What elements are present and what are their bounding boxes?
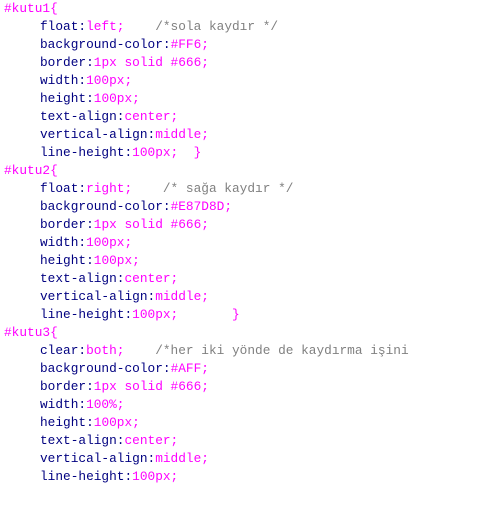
css-property: background-color:: [40, 199, 171, 214]
css-property: line-height:: [40, 307, 133, 322]
css-value: middle;: [155, 451, 209, 466]
css-property: border:: [40, 55, 94, 70]
css-value: middle;: [155, 127, 209, 142]
css-property: vertical-align:: [40, 127, 156, 142]
code-line: float:right; /* sağa kaydır */: [40, 180, 293, 198]
code-line: width:100px;: [40, 234, 132, 252]
code-line: width:100%;: [40, 396, 124, 414]
css-value: both;: [86, 343, 125, 358]
css-property: width:: [40, 73, 87, 88]
code-line: clear:both; /*her iki yönde de kaydırma …: [40, 342, 409, 360]
css-property: text-align:: [40, 271, 125, 286]
code-line: height:100px;: [40, 90, 140, 108]
code-line: line-height:100px;: [40, 468, 178, 486]
css-property: float:: [40, 181, 87, 196]
css-property: clear:: [40, 343, 87, 358]
code-line: width:100px;: [40, 72, 132, 90]
css-value: 100px;: [93, 415, 140, 430]
css-value: right;: [86, 181, 133, 196]
code-line: height:100px;: [40, 252, 140, 270]
css-property: text-align:: [40, 109, 125, 124]
css-value: center;: [124, 109, 179, 124]
code-line: border:1px solid #666;: [40, 378, 209, 396]
code-line: #kutu2{: [4, 162, 58, 180]
css-value: 100px;: [132, 469, 179, 484]
code-line: #kutu1{: [4, 0, 58, 18]
css-value: middle;: [155, 289, 209, 304]
css-property: line-height:: [40, 469, 133, 484]
css-property: width:: [40, 235, 87, 250]
css-property: float:: [40, 19, 87, 34]
css-property: background-color:: [40, 37, 171, 52]
css-value: 100px;: [86, 235, 133, 250]
code-line: #kutu3{: [4, 324, 58, 342]
code-line: text-align:center;: [40, 270, 178, 288]
css-value: 1px solid #666;: [93, 55, 209, 70]
css-value: left;: [86, 19, 125, 34]
css-comment: /*sola kaydır */: [124, 19, 279, 34]
closing-brace: }: [178, 307, 240, 322]
css-property: vertical-align:: [40, 451, 156, 466]
css-value: 100px;: [86, 73, 133, 88]
css-property: height:: [40, 91, 94, 106]
css-value: 1px solid #666;: [93, 379, 209, 394]
css-property: text-align:: [40, 433, 125, 448]
css-property: border:: [40, 379, 94, 394]
code-line: text-align:center;: [40, 432, 178, 450]
code-line: line-height:100px; }: [40, 144, 201, 162]
code-line: background-color:#AFF;: [40, 360, 209, 378]
code-line: height:100px;: [40, 414, 140, 432]
code-line: border:1px solid #666;: [40, 54, 209, 72]
css-property: height:: [40, 415, 94, 430]
code-line: vertical-align:middle;: [40, 126, 209, 144]
css-property: border:: [40, 217, 94, 232]
css-value: center;: [124, 271, 179, 286]
code-line: vertical-align:middle;: [40, 450, 209, 468]
css-selector: #kutu1{: [4, 1, 58, 16]
css-value: 1px solid #666;: [93, 217, 209, 232]
css-property: width:: [40, 397, 87, 412]
css-selector: #kutu2{: [4, 163, 58, 178]
code-line: border:1px solid #666;: [40, 216, 209, 234]
css-value: #FF6;: [170, 37, 209, 52]
css-property: height:: [40, 253, 94, 268]
css-comment: /*her iki yönde de kaydırma işini: [124, 343, 409, 358]
css-value: #E87D8D;: [170, 199, 232, 214]
css-value: 100px;: [132, 307, 179, 322]
css-property: line-height:: [40, 145, 133, 160]
css-property: background-color:: [40, 361, 171, 376]
css-property: vertical-align:: [40, 289, 156, 304]
css-value: 100px;: [132, 145, 179, 160]
code-line: background-color:#E87D8D;: [40, 198, 232, 216]
code-line: text-align:center;: [40, 108, 178, 126]
code-line: line-height:100px; }: [40, 306, 240, 324]
code-line: background-color:#FF6;: [40, 36, 209, 54]
css-selector: #kutu3{: [4, 325, 58, 340]
css-value: 100px;: [93, 253, 140, 268]
code-line: float:left; /*sola kaydır */: [40, 18, 278, 36]
css-value: 100px;: [93, 91, 140, 106]
css-value: #AFF;: [170, 361, 209, 376]
css-comment: /* sağa kaydır */: [132, 181, 294, 196]
code-line: vertical-align:middle;: [40, 288, 209, 306]
css-value: 100%;: [86, 397, 125, 412]
closing-brace: }: [178, 145, 202, 160]
css-value: center;: [124, 433, 179, 448]
